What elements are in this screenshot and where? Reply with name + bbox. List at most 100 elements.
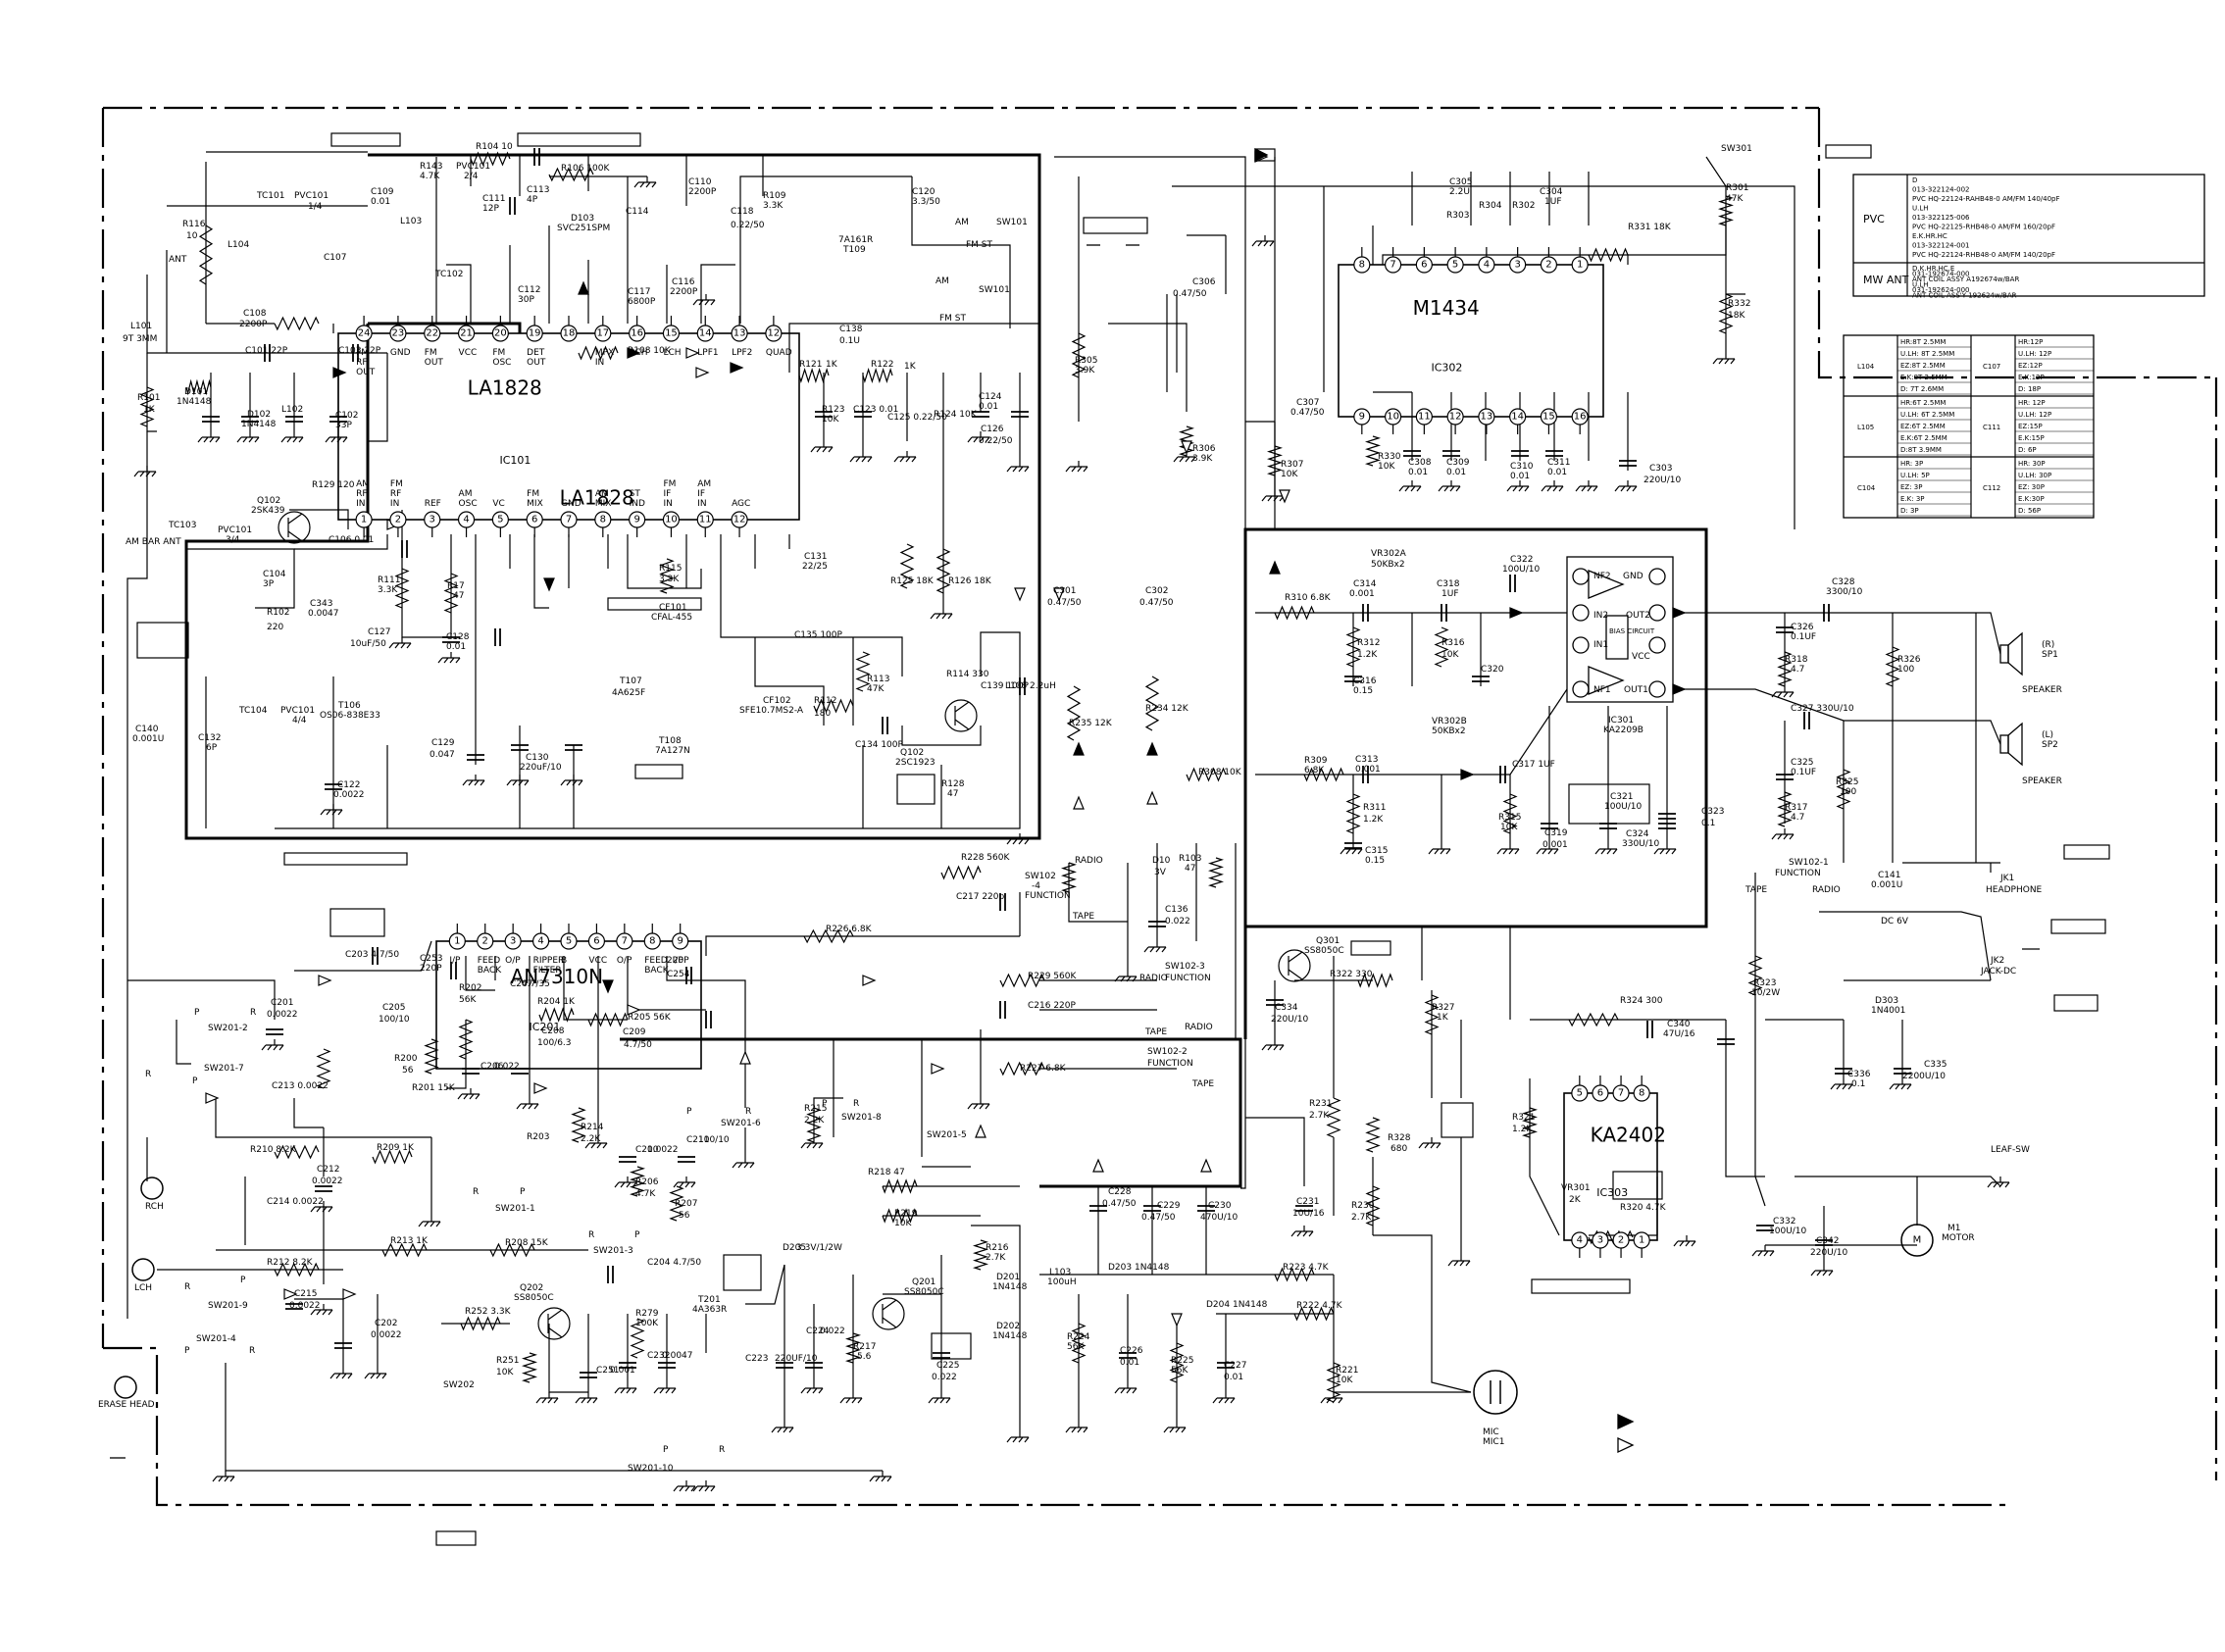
ic301-pin-nf1: NF1 bbox=[1593, 685, 1611, 695]
pvc-table-head: PVC bbox=[1863, 213, 1885, 225]
component-label: 0.01 bbox=[1510, 472, 1530, 481]
component-label: SW201-1 bbox=[495, 1204, 535, 1214]
ic-pin-function: MIX bbox=[527, 499, 543, 509]
component-label: 220U/10 bbox=[1810, 1248, 1848, 1258]
ic-pin-function: I/P bbox=[449, 956, 461, 966]
component-label: C212 bbox=[317, 1165, 339, 1175]
component-label: TC103 bbox=[168, 521, 196, 530]
component-label: C254 bbox=[667, 970, 690, 979]
ic-pin-number: 9 bbox=[633, 515, 639, 526]
component-label: HEADPHONE bbox=[1986, 885, 2043, 895]
component-label: PVC101 bbox=[294, 191, 329, 201]
ground-symbol bbox=[1163, 1422, 1187, 1433]
ground-symbol bbox=[732, 1157, 755, 1169]
component-label: 2200P bbox=[688, 187, 717, 197]
signal-arrow bbox=[1279, 489, 1290, 504]
ic-pin-function: DET bbox=[527, 348, 545, 358]
component-label: C319 bbox=[1544, 828, 1568, 838]
component-label: R222 4.7K bbox=[1296, 1301, 1343, 1311]
component-label: C227 bbox=[1224, 1361, 1246, 1371]
resistor bbox=[1274, 1267, 1315, 1282]
signal-arrow bbox=[685, 347, 700, 359]
ground-symbol bbox=[437, 652, 461, 664]
coil-table-value: U.LH: 6T 2.5MM bbox=[1900, 411, 1954, 419]
wire bbox=[666, 956, 746, 1108]
resistor bbox=[1169, 1342, 1185, 1383]
ic301-pin-in1: IN1 bbox=[1593, 640, 1608, 650]
ic-pin-number: 12 bbox=[1449, 412, 1462, 423]
component-label: P bbox=[520, 1187, 526, 1197]
ic-pin-function: AM bbox=[595, 489, 609, 499]
resistor bbox=[1521, 1107, 1539, 1138]
wire bbox=[627, 534, 702, 589]
component-label: R327 bbox=[1432, 1003, 1454, 1013]
component-label: 12P bbox=[482, 204, 499, 214]
component-label: R315 bbox=[1498, 813, 1521, 823]
signal-arrow bbox=[730, 362, 744, 374]
component-label: R221 bbox=[1336, 1366, 1358, 1376]
component-label: R316 bbox=[1441, 638, 1465, 648]
component-label: 3300/10 bbox=[1826, 587, 1863, 597]
pvc-table-line: U.LH bbox=[1912, 281, 1929, 289]
resistor bbox=[1588, 247, 1629, 263]
ground-symbol bbox=[1065, 1422, 1088, 1433]
ground-symbol bbox=[1771, 686, 1795, 698]
wire bbox=[1673, 612, 2001, 655]
wire bbox=[1373, 1234, 1472, 1393]
wire bbox=[745, 1264, 785, 1305]
component-label: R104 10 bbox=[476, 142, 513, 152]
wire bbox=[863, 636, 903, 676]
coil-table-value: HR: 30P bbox=[2018, 460, 2046, 468]
component-label: C328 bbox=[1832, 577, 1855, 587]
ic-pin-number: 15 bbox=[665, 328, 678, 339]
component-label: L103 bbox=[400, 217, 422, 226]
component-label: 220P bbox=[420, 964, 442, 974]
ground-symbol bbox=[1398, 480, 1422, 492]
pvc-table-line: D.K.HR.HC.E bbox=[1912, 265, 1954, 273]
ic-pin-function: LPF2 bbox=[732, 348, 752, 358]
component-label: 10K bbox=[1281, 470, 1298, 479]
ic-reference: IC101 bbox=[500, 454, 531, 467]
ic-pin-function: AGC bbox=[732, 499, 750, 509]
wire bbox=[446, 1020, 467, 1089]
signal-arrow bbox=[1460, 769, 1475, 780]
component-label: R208 15K bbox=[505, 1238, 549, 1248]
ic-pin-function: GND bbox=[390, 348, 411, 358]
coil-table-value: EZ:12P bbox=[2018, 362, 2043, 370]
component-label: R303 bbox=[1446, 211, 1469, 221]
pvc-table-head: MW ANT bbox=[1863, 274, 1909, 286]
component-label: R128 bbox=[941, 779, 965, 789]
ic-pin-function: FEED bbox=[478, 956, 501, 966]
component-label: 22/25 bbox=[802, 562, 828, 572]
wire bbox=[1382, 254, 1629, 265]
component-label: JACK-DC bbox=[1980, 967, 2016, 976]
component-label: 0.1 bbox=[1701, 819, 1715, 828]
component-label: 56K bbox=[1171, 1366, 1188, 1376]
component-label: TC102 bbox=[434, 270, 463, 279]
component-label: 100uH bbox=[1047, 1277, 1077, 1287]
component-label: R204 1K bbox=[537, 997, 576, 1007]
component-label: C112 bbox=[518, 285, 540, 295]
component-label: 0.01 bbox=[1120, 1358, 1139, 1368]
wire bbox=[901, 726, 982, 746]
component-label: MIC1 bbox=[1483, 1437, 1504, 1447]
ic-pin-number: 20 bbox=[494, 328, 507, 339]
ic-pin-number: 1 bbox=[1639, 1235, 1644, 1246]
component-label: C205 bbox=[382, 1003, 405, 1013]
component-label: T107 bbox=[619, 676, 642, 686]
component-label: R111 bbox=[378, 576, 400, 585]
component-label: 4.7 bbox=[1791, 665, 1804, 675]
component-label: R126 18K bbox=[948, 576, 992, 586]
component-label: R227 6.8K bbox=[1020, 1064, 1067, 1074]
component-label: 47 bbox=[1185, 864, 1195, 874]
ic-pin-number: 3 bbox=[1514, 260, 1520, 271]
component-label: 4A625F bbox=[612, 688, 645, 698]
ground-symbol bbox=[236, 431, 260, 443]
component-label: 0.01 bbox=[1408, 468, 1428, 477]
component-label: MOTOR bbox=[1942, 1233, 1975, 1243]
wire bbox=[293, 1098, 324, 1128]
wire bbox=[720, 534, 863, 638]
ground-symbol bbox=[506, 775, 530, 786]
component-label: R212 8.2K bbox=[267, 1258, 314, 1268]
ground-symbol bbox=[1340, 843, 1363, 855]
